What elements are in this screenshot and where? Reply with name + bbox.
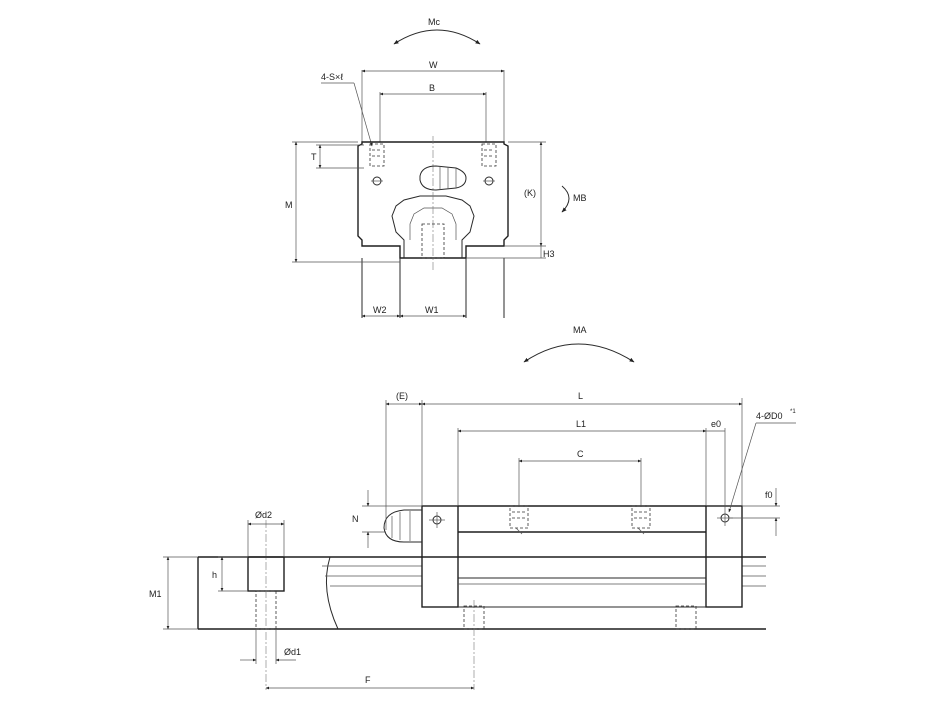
dimension-label-e: (E) (396, 391, 408, 401)
screw-callout: 4-S×ℓ (321, 72, 344, 82)
dimension-label-n: N (352, 514, 359, 524)
front-view: Mc W B 4-S×ℓ (285, 17, 587, 318)
dimension-label-w1: W1 (425, 305, 439, 315)
dimension-label-m: M (285, 200, 293, 210)
grease-nipple (419, 165, 467, 191)
tap-hole-left (369, 143, 385, 186)
dimension-label-t: T (311, 152, 317, 162)
moment-label-ma: MA (573, 325, 587, 335)
grease-nipple-side (383, 509, 422, 543)
dimension-label-h3: H3 (543, 249, 555, 259)
hole-note: *1 (790, 409, 796, 415)
dimension-label-c: C (577, 449, 584, 459)
tap-hole-right (481, 143, 497, 186)
dimension-label-b: B (429, 83, 435, 93)
rail-bolt-holes (463, 600, 697, 690)
dimension-label-h: h (212, 570, 217, 580)
moment-arrow-ma (523, 343, 635, 363)
dimension-label-w: W (429, 60, 438, 70)
dimension-label-m1: M1 (149, 589, 162, 599)
dimension-label-e0: e0 (711, 419, 721, 429)
moment-label-mb: MB (573, 193, 587, 203)
dimension-label-l1: L1 (576, 419, 586, 429)
dimension-label-f: F (365, 675, 371, 685)
rail-side (197, 556, 766, 630)
moment-label-mc: Mc (428, 17, 440, 27)
hole-callout: 4-ØD0 (756, 411, 783, 421)
dimension-label-d2: Ød2 (255, 510, 272, 520)
dimension-label-d1: Ød1 (284, 647, 301, 657)
moment-arrow-mb (561, 185, 570, 213)
block-tap-holes (509, 505, 651, 535)
end-plate-holes (429, 510, 733, 528)
dimension-label-f0: f0 (765, 490, 773, 500)
rail-mounting-hole (247, 520, 285, 690)
dimension-label-l: L (578, 391, 583, 401)
dimension-label-w2: W2 (373, 305, 387, 315)
side-view: MA (149, 325, 796, 690)
dimension-label-k: (K) (524, 188, 536, 198)
carriage-block-side (421, 505, 743, 608)
moment-arrow-mc (393, 29, 481, 45)
